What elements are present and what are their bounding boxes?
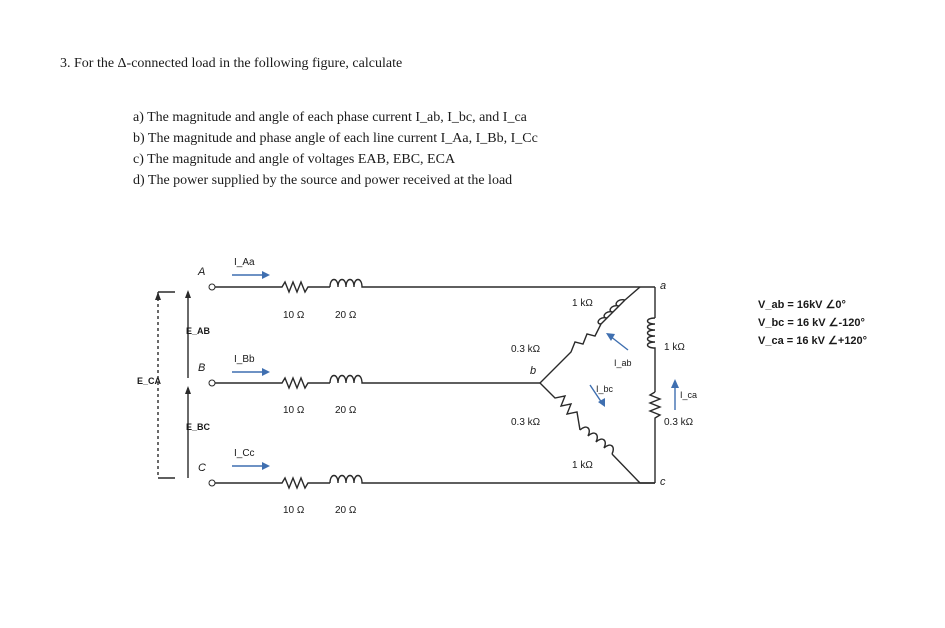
problem-item-a: a) The magnitude and angle of each phase… [133, 110, 527, 125]
load-ca-inductance: 1 kΩ [664, 342, 685, 353]
source-voltage-ca: V_ca = 16 kV ∠+120° [758, 335, 868, 347]
node-c-label: c [660, 476, 666, 488]
problem-items: a) The magnitude and angle of each phase… [133, 107, 538, 191]
load-bc-resistance: 0.3 kΩ [511, 417, 541, 428]
phase-current-arrows [589, 333, 679, 410]
voltage-EAB-label: E_AB [186, 326, 211, 336]
problem-item-b: b) The magnitude and phase angle of each… [133, 131, 538, 146]
line-A [215, 278, 655, 294]
current-Aa-label: I_Aa [234, 257, 255, 268]
load-ab-inductance: 1 kΩ [572, 298, 593, 309]
voltage-ECA-label: E_CA [137, 376, 162, 386]
source-voltage-ab: V_ab = 16kV ∠0° [758, 299, 846, 311]
node-B-label: B [198, 362, 205, 374]
node-b-label: b [530, 365, 536, 377]
line-C [215, 474, 655, 490]
node-a-label: a [660, 280, 666, 292]
load-ca-resistance: 0.3 kΩ [664, 417, 694, 428]
line-B-resistance: 10 Ω [283, 405, 305, 416]
line-A-reactance: 20 Ω [335, 310, 357, 321]
problem-title: 3. For the Δ-connected load in the follo… [60, 56, 403, 71]
problem-item-c: c) The magnitude and angle of voltages E… [133, 152, 456, 167]
source-voltage-arrows [155, 290, 191, 479]
problem-item-d: d) The power supplied by the source and … [133, 173, 513, 188]
node-C-label: C [198, 462, 206, 474]
line-B [215, 374, 540, 390]
source-terminals [208, 283, 216, 487]
line-B-reactance: 20 Ω [335, 405, 357, 416]
delta-load [539, 286, 662, 484]
source-voltage-bc: V_bc = 16 kV ∠-120° [758, 317, 865, 329]
load-ab-resistance: 0.3 kΩ [511, 344, 541, 355]
line-C-reactance: 20 Ω [335, 505, 357, 516]
source-voltages: V_ab = 16kV ∠0° V_bc = 16 kV ∠-120° V_ca… [758, 296, 867, 350]
current-Bb-label: I_Bb [234, 354, 255, 365]
current-Cc-label: I_Cc [234, 448, 255, 459]
phase-current-ab-label: I_ab [614, 358, 632, 368]
line-A-resistance: 10 Ω [283, 310, 305, 321]
phase-current-ca-label: I_ca [680, 390, 697, 400]
phase-current-bc-label: I_bc [596, 384, 614, 394]
line-C-resistance: 10 Ω [283, 505, 305, 516]
voltage-EBC-label: E_BC [186, 422, 211, 432]
load-bc-inductance: 1 kΩ [572, 460, 593, 471]
node-A-label: A [197, 266, 205, 278]
line-current-arrows [232, 271, 270, 470]
